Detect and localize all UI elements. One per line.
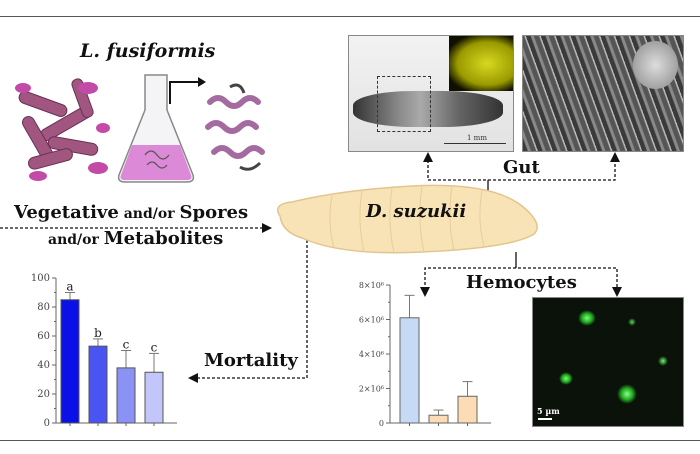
y-tick-label: 4×10⁶ <box>359 350 384 359</box>
bar <box>116 367 136 424</box>
scale-bar <box>538 418 552 420</box>
larva-illustration <box>277 184 538 254</box>
gut-sem-micrograph <box>522 35 684 152</box>
y-tick-label: 60 <box>37 331 50 342</box>
hemocyte-cell <box>628 318 636 326</box>
fluorescent-inset <box>449 36 513 91</box>
scale-bar <box>444 143 506 144</box>
bar <box>88 345 108 424</box>
bacteria-illustration <box>15 78 110 181</box>
hemocyte-fluorescence-micrograph: 5 µm <box>532 297 684 427</box>
arrow-to-protein-icon <box>169 77 206 104</box>
bar <box>428 414 449 424</box>
mortality-arrow <box>196 235 308 379</box>
hemocyte-cell <box>658 356 668 366</box>
treatment-line-2: and/or Metabolites <box>48 228 223 249</box>
mortality-chart: 0 20 40 60 80 100 a b c c <box>31 273 177 429</box>
organism-label: L. fusiformis <box>80 40 216 62</box>
y-tick-label: 0 <box>379 419 384 428</box>
significance-letter: c <box>151 340 158 354</box>
hemocytes-label: Hemocytes <box>466 272 577 293</box>
vegetative-text: Vegetative <box>14 202 119 223</box>
y-tick-label: 80 <box>37 302 50 313</box>
treatment-line-1: Vegetative and/or Spores <box>14 202 248 223</box>
hemocyte-arrows <box>424 267 618 295</box>
gut-label: Gut <box>503 157 540 178</box>
hemocyte-chart: 0 2×10⁶ 4×10⁶ 6×10⁶ 8×10⁶ <box>359 281 491 428</box>
mortality-label: Mortality <box>204 350 298 371</box>
significance-letter: b <box>94 326 102 340</box>
gut-tissue <box>353 91 503 127</box>
significance-letter: a <box>66 280 73 294</box>
hemocyte-cell <box>559 372 573 385</box>
bar <box>144 371 164 424</box>
host-label: D. suzukii <box>366 201 467 222</box>
top-border <box>0 16 700 17</box>
y-tick-label: 2×10⁶ <box>359 385 384 394</box>
y-tick-label: 20 <box>37 389 50 400</box>
metabolites-text: Metabolites <box>103 228 224 249</box>
hemocyte-cell <box>578 310 596 326</box>
flask-illustration <box>117 74 195 183</box>
sem-structure <box>633 41 678 89</box>
scale-bar-label: 1 mm <box>467 134 487 142</box>
y-tick-label: 8×10⁶ <box>359 281 384 290</box>
and-or-text: and/or <box>118 206 180 222</box>
bar <box>399 317 420 424</box>
significance-letter: c <box>123 338 130 352</box>
spores-text: Spores <box>179 202 249 223</box>
hemocyte-cell <box>617 384 637 404</box>
scale-bar-label: 5 µm <box>537 406 560 416</box>
zoom-region-box <box>377 76 431 132</box>
bar <box>60 299 80 424</box>
protein-structure-illustration <box>205 83 265 171</box>
bar <box>457 395 478 424</box>
gut-arrows <box>427 160 616 181</box>
bottom-border <box>0 440 700 441</box>
y-tick-label: 6×10⁶ <box>359 316 384 325</box>
y-tick-label: 100 <box>31 273 50 284</box>
y-tick-label: 0 <box>44 418 50 429</box>
gut-light-micrograph: 1 mm <box>348 35 514 152</box>
and-or-text: and/or <box>48 232 104 248</box>
y-tick-label: 40 <box>37 360 50 371</box>
